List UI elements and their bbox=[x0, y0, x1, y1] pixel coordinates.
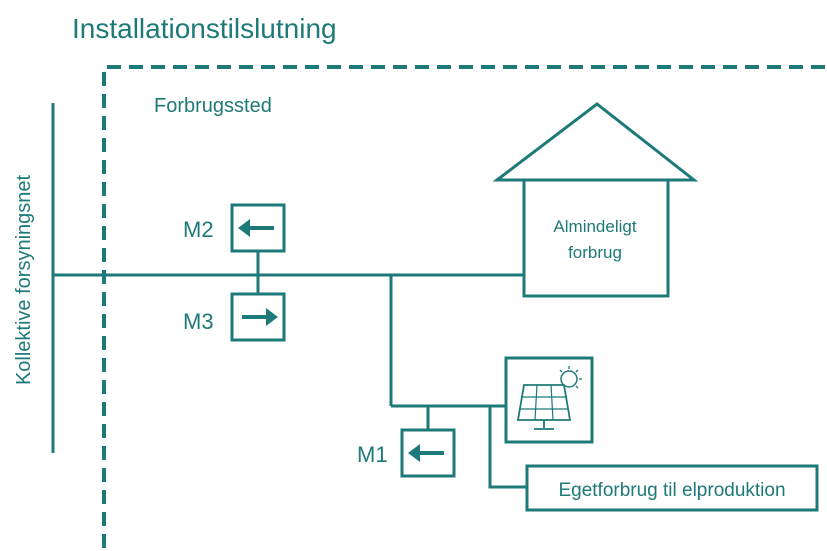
meter-m1 bbox=[400, 428, 456, 478]
meter-m3 bbox=[230, 292, 286, 342]
production-label: Egetforbrug til elproduktion bbox=[558, 480, 785, 501]
solar-panel-icon bbox=[504, 356, 594, 444]
meter-m2-label: M2 bbox=[183, 217, 214, 242]
right-arrow-icon bbox=[242, 308, 278, 326]
meter-m3-label: M3 bbox=[183, 309, 214, 334]
self-consumption-line bbox=[488, 406, 527, 489]
site-label: Forbrugssted bbox=[154, 95, 272, 117]
meter-m2 bbox=[230, 203, 286, 253]
house-label-line1: Almindeligt bbox=[553, 217, 636, 236]
left-arrow-icon bbox=[408, 444, 444, 462]
meter-m1-label: M1 bbox=[357, 442, 388, 467]
site-boundary bbox=[102, 65, 827, 548]
production-label-box bbox=[525, 464, 819, 512]
diagram-title: Installationstilslutning bbox=[72, 13, 337, 44]
grid-label: Kollektive forsyningsnet bbox=[13, 175, 35, 386]
left-arrow-icon bbox=[238, 219, 274, 237]
house-icon bbox=[492, 102, 699, 298]
house-label-line2: forbrug bbox=[568, 243, 622, 262]
